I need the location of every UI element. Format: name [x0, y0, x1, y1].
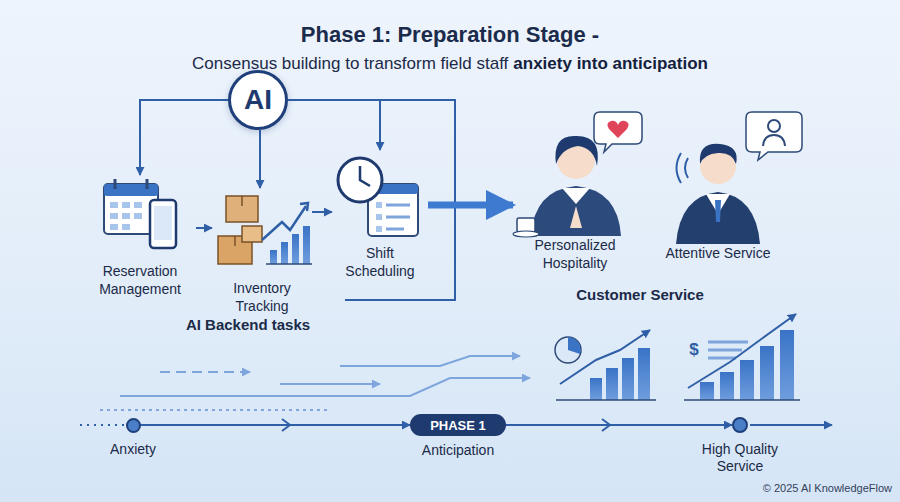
diagram-title: Phase 1: Preparation Stage -	[0, 22, 900, 48]
node-label: Inventory Tracking	[212, 280, 312, 315]
task-icon: Inventory Tracking	[212, 188, 312, 315]
timeline-label: High Quality Service	[680, 441, 800, 475]
currency-symbol: $	[684, 340, 704, 360]
ai-circle: AI	[228, 70, 288, 130]
timeline-label: Anxiety	[73, 441, 193, 458]
subtitle: Consensus building to transform field st…	[192, 54, 508, 74]
service-figure: Personalized Hospitality	[513, 105, 637, 272]
group-label: Customer Service	[560, 286, 720, 303]
timeline-label: Anticipation	[388, 442, 528, 458]
task-icon: Shift Scheduling	[332, 150, 428, 280]
connector	[506, 424, 732, 426]
subtitle-line: Consensus building to transform field st…	[0, 54, 900, 74]
phase-pill: PHASE 1Anticipation	[410, 414, 506, 436]
connector	[196, 227, 212, 229]
task-icon: Reservation Management	[84, 175, 196, 298]
timeline-dot: High Quality Service	[732, 417, 748, 433]
subtitle-emphasis: anxiety into anticipation	[513, 54, 708, 74]
connector	[312, 211, 332, 213]
node-label: Personalized Hospitality	[513, 237, 637, 272]
timeline-dot: Anxiety	[126, 418, 141, 433]
service-figure: Attentive Service	[656, 100, 780, 263]
node-label: Reservation Management	[84, 263, 196, 298]
ai-label: AI	[244, 86, 272, 114]
connector	[140, 100, 228, 175]
node-label: Shift Scheduling	[332, 245, 428, 280]
copyright-note: © 2025 AI KnowledgeFlow	[700, 482, 892, 494]
connector	[141, 424, 411, 426]
connector	[288, 100, 380, 150]
group-label: AI Backend tasks	[168, 316, 328, 333]
node-label: Attentive Service	[656, 245, 780, 263]
phase-label: PHASE 1	[430, 418, 486, 433]
connector	[259, 130, 261, 188]
flow-arrow	[428, 202, 513, 209]
